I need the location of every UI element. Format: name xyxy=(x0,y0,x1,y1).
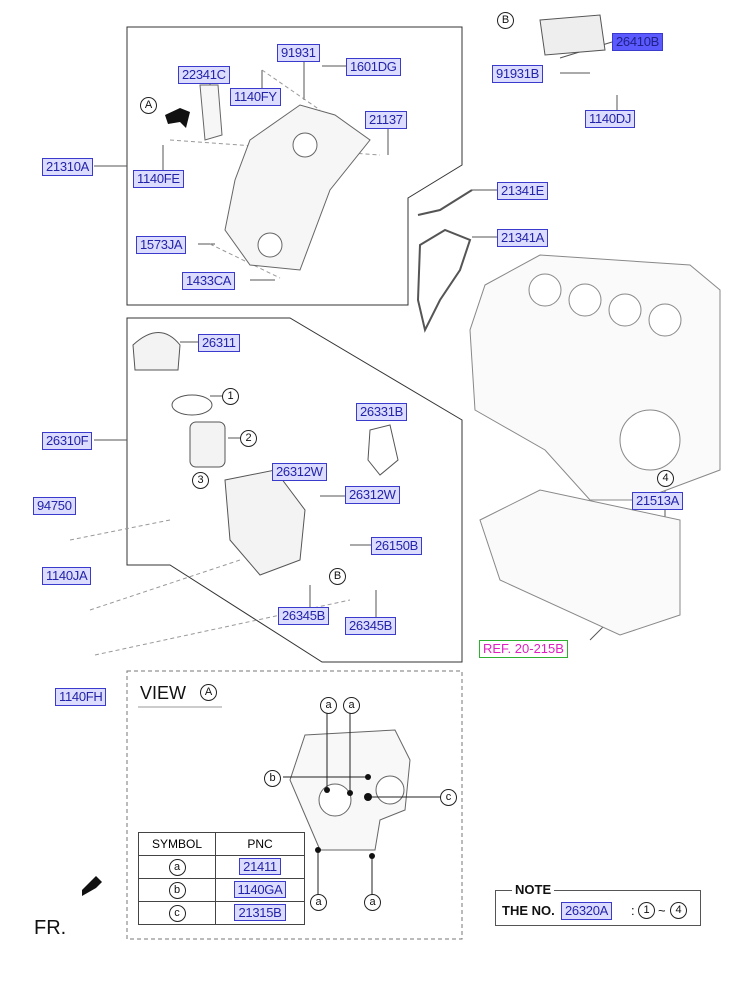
note-pnc-26320A[interactable]: 26320A xyxy=(561,902,613,920)
note-title: NOTE xyxy=(512,882,555,897)
part-21310A[interactable]: 21310A xyxy=(42,158,94,176)
front-arrow-icon xyxy=(82,876,102,896)
callout-2: 2 xyxy=(240,430,257,447)
part-26312W[interactable]: 26312W xyxy=(272,463,327,481)
callout-b: B xyxy=(329,568,346,585)
symbol-b: b xyxy=(168,881,186,899)
table-row: c 21315B xyxy=(138,901,305,925)
oil-cooler-drawing xyxy=(539,14,606,56)
pnc-1140GA[interactable]: 1140GA xyxy=(233,881,287,898)
callout-a: a xyxy=(310,894,327,911)
part-1601DG[interactable]: 1601DG xyxy=(346,58,401,76)
gasket-drawing xyxy=(416,189,473,333)
callout-a: a xyxy=(364,894,381,911)
oil-pan-drawing xyxy=(479,489,681,636)
part-26410B[interactable]: 26410B xyxy=(612,33,664,51)
part-1140JA[interactable]: 1140JA xyxy=(42,567,92,585)
part-21137[interactable]: 21137 xyxy=(365,111,407,129)
callout-b: B xyxy=(497,12,514,29)
part-1433CA[interactable]: 1433CA xyxy=(182,272,236,290)
callout-b: b xyxy=(264,770,281,787)
oil-filter-drawing xyxy=(132,332,399,576)
note-text: THE NO. xyxy=(502,903,555,918)
pnc-21315B[interactable]: 21315B xyxy=(234,904,286,921)
panel-view-a xyxy=(126,670,463,940)
note-tilde: ~ xyxy=(658,903,666,918)
callout-a: a xyxy=(320,697,337,714)
part-94750[interactable]: 94750 xyxy=(33,497,76,515)
timing-cover-drawing xyxy=(199,84,371,271)
part-1140FY[interactable]: 1140FY xyxy=(230,88,281,106)
part-91931B[interactable]: 91931B xyxy=(492,65,544,83)
header-symbol: SYMBOL xyxy=(138,832,216,856)
arrow-a-icon xyxy=(165,108,190,128)
panel-timing-cover xyxy=(126,26,463,306)
note-box xyxy=(495,890,701,926)
panel-oil-filter xyxy=(126,317,463,663)
symbol-c: c xyxy=(168,904,186,922)
part-26310F[interactable]: 26310F xyxy=(42,432,93,450)
part-1140FE[interactable]: 1140FE xyxy=(133,170,184,188)
part-1140FH[interactable]: 1140FH xyxy=(55,688,107,706)
part-26312W[interactable]: 26312W xyxy=(345,486,400,504)
pnc-21411[interactable]: 21411 xyxy=(239,858,281,875)
callout-1: 1 xyxy=(638,902,655,919)
front-label: FR. xyxy=(34,917,67,939)
part-1140DJ[interactable]: 1140DJ xyxy=(585,110,636,128)
reference-link[interactable]: REF. 20-215B xyxy=(479,640,568,658)
note-separator: : xyxy=(631,903,635,918)
engine-block-drawing xyxy=(469,254,721,501)
callout-c: c xyxy=(440,789,457,806)
callout-a: a xyxy=(343,697,360,714)
part-21341A[interactable]: 21341A xyxy=(497,229,549,247)
callout-1: 1 xyxy=(222,388,239,405)
part-91931[interactable]: 91931 xyxy=(277,44,320,62)
part-21341E[interactable]: 21341E xyxy=(497,182,549,200)
part-26345B[interactable]: 26345B xyxy=(345,617,397,635)
table-row: a 21411 xyxy=(138,855,305,879)
callout-4: 4 xyxy=(670,902,687,919)
part-26345B[interactable]: 26345B xyxy=(278,607,330,625)
callout-4: 4 xyxy=(657,470,674,487)
part-21513A[interactable]: 21513A xyxy=(632,492,684,510)
view-title: VIEW xyxy=(140,683,187,703)
callout-a: A xyxy=(140,97,157,114)
callout-a: A xyxy=(200,684,217,701)
callout-3: 3 xyxy=(192,472,209,489)
part-26331B[interactable]: 26331B xyxy=(356,403,408,421)
table-row: b 1140GA xyxy=(138,878,305,902)
part-26150B[interactable]: 26150B xyxy=(371,537,423,555)
header-pnc: PNC xyxy=(215,832,305,856)
symbol-a: a xyxy=(168,858,186,876)
part-1573JA[interactable]: 1573JA xyxy=(136,236,187,254)
part-22341C[interactable]: 22341C xyxy=(178,66,230,84)
part-26311[interactable]: 26311 xyxy=(198,334,240,352)
